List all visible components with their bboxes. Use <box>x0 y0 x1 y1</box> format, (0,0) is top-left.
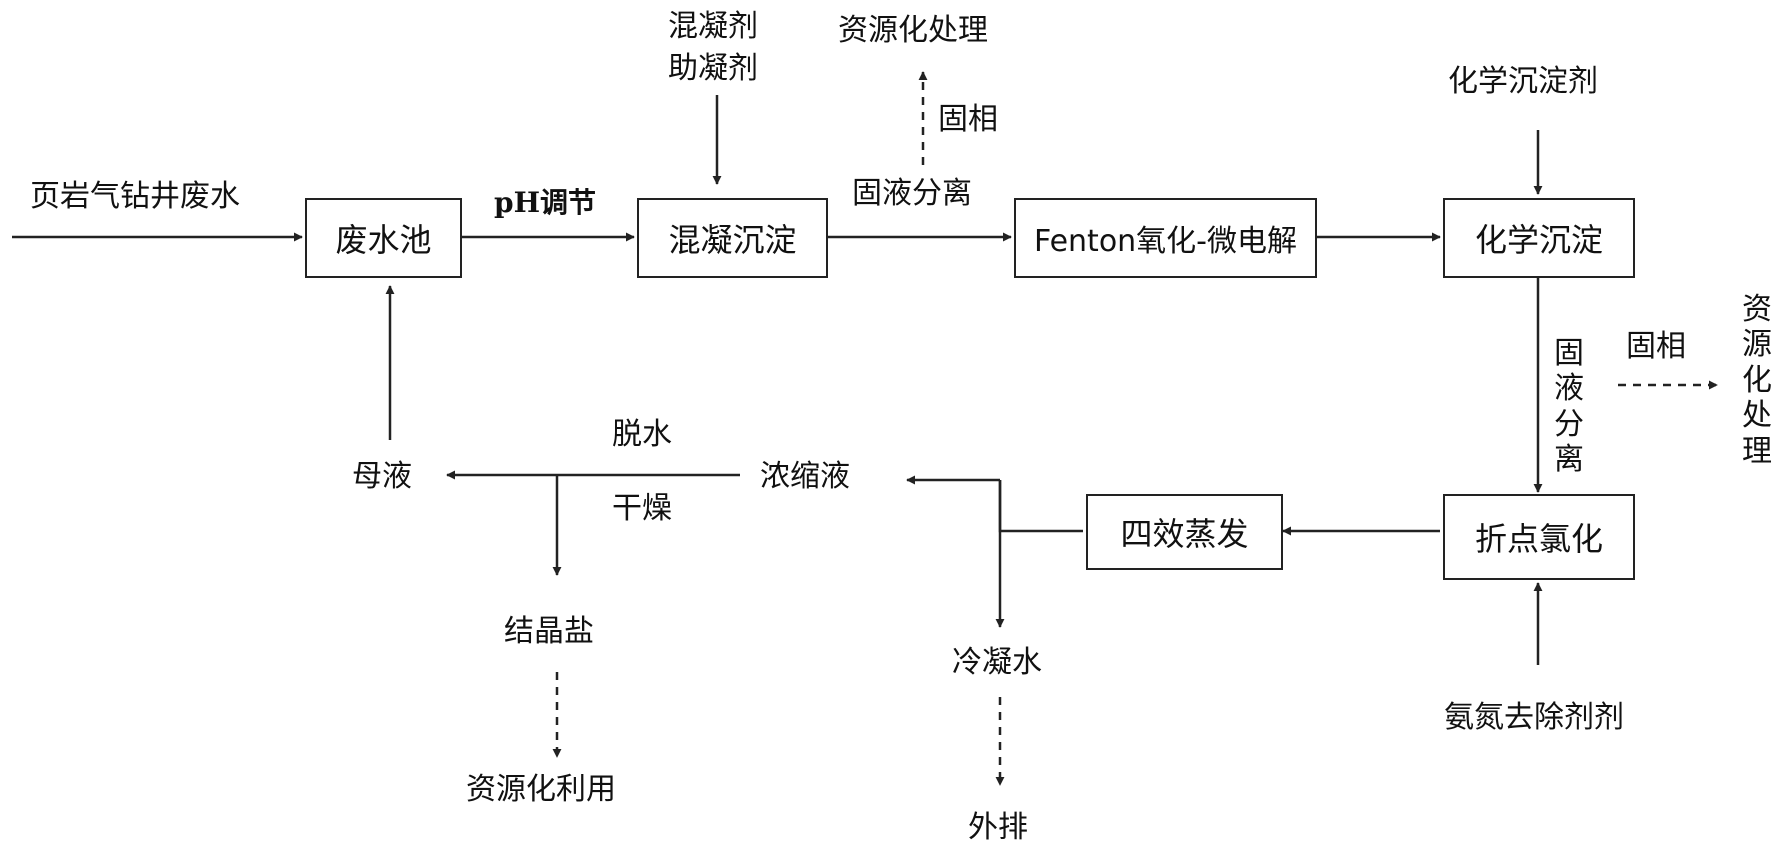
ammonia-remover-label: 氨氮去除剂剂 <box>1444 700 1624 735</box>
resource-treatment-2-label: 资源化处理 <box>1742 292 1772 469</box>
ph-adjust-label: pH调节 <box>494 186 597 219</box>
coagulant-aid-label: 助凝剂 <box>668 51 758 86</box>
chemical-precipitant-label: 化学沉淀剂 <box>1448 64 1598 99</box>
discharge-label: 外排 <box>968 810 1028 845</box>
crystal-salt-label: 结晶盐 <box>504 614 594 649</box>
dehydrate-label: 脱水 <box>612 417 672 452</box>
four-effect-evaporation-box: 四效蒸发 <box>1086 494 1283 570</box>
wastewater-pool-box: 废水池 <box>305 198 462 278</box>
coagulant-label: 混凝剂 <box>668 9 758 44</box>
chemical-precipitation-box: 化学沉淀 <box>1443 198 1635 278</box>
solid-phase-2-label: 固相 <box>1626 329 1686 364</box>
resource-treatment-1-label: 资源化处理 <box>838 13 988 48</box>
fenton-label: Fenton氧化-微电解 <box>1033 224 1298 259</box>
condensed-water-label: 冷凝水 <box>952 645 1042 680</box>
breakpoint-chlorination-label: 折点氯化 <box>1474 520 1603 558</box>
wastewater-pool-label: 废水池 <box>335 221 432 259</box>
coagulation-label: 混凝沉淀 <box>668 221 797 259</box>
four-effect-evaporation-label: 四效蒸发 <box>1120 515 1249 553</box>
concentrate-label: 浓缩液 <box>760 459 850 494</box>
input-label: 页岩气钻井废水 <box>30 179 240 214</box>
solid-liquid-separation-1-label: 固液分离 <box>852 176 972 211</box>
chemical-precipitation-label: 化学沉淀 <box>1474 221 1603 259</box>
fenton-box: Fenton氧化-微电解 <box>1014 198 1317 278</box>
breakpoint-chlorination-box: 折点氯化 <box>1443 494 1635 580</box>
line-evaporation-to-junction <box>998 480 1083 533</box>
solid-phase-1-label: 固相 <box>938 102 998 137</box>
solid-liquid-separation-2-label: 固液分离 <box>1554 336 1584 478</box>
dry-label: 干燥 <box>612 491 672 526</box>
mother-liquor-label: 母液 <box>352 459 412 494</box>
coagulation-box: 混凝沉淀 <box>637 198 828 278</box>
resource-utilization-label: 资源化利用 <box>466 772 616 807</box>
